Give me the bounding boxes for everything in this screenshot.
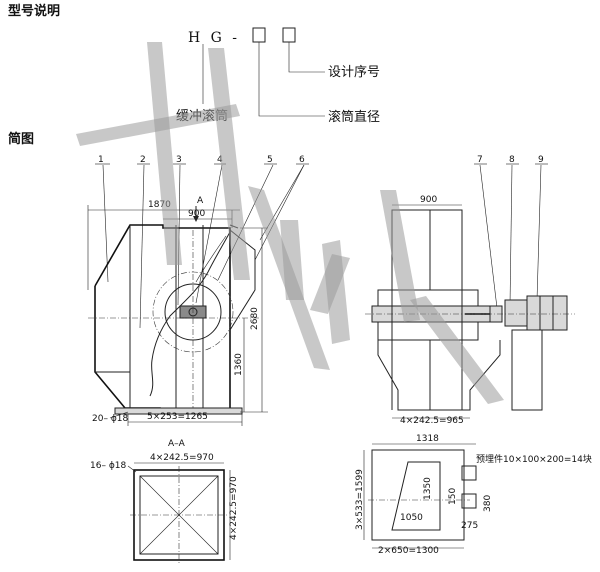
model-code-prefix: H G - — [188, 30, 240, 46]
dim-front-width-top: 900 — [188, 209, 205, 219]
dim-plan-width: 1318 — [416, 434, 439, 444]
label-sequence: 设计序号 — [328, 65, 380, 80]
leader-sequence — [288, 42, 325, 73]
section-mark-a-bottom: A–A — [168, 439, 186, 449]
foundation-plan: 1318 3×533=1599 1350 1050 2×650=1300 150… — [355, 434, 592, 556]
dim-section-holes: 16– ϕ18 — [90, 461, 126, 471]
plan-opening — [391, 461, 441, 531]
callout-4: 4 — [217, 155, 223, 165]
plan-outer-rect — [371, 449, 465, 541]
dim-plan-150: 150 — [448, 488, 458, 505]
sketch-title: 简图 — [8, 131, 34, 147]
dim-side-bolt-spacing: 4×242.5=965 — [400, 416, 464, 426]
dim-section-right: 4×242.5=970 — [229, 476, 239, 540]
gear-reducer — [504, 299, 528, 327]
callout-1: 1 — [98, 155, 104, 165]
dim-front-width-total: 1870 — [148, 200, 171, 210]
callout-6: 6 — [299, 155, 305, 165]
front-base-plate — [114, 407, 243, 415]
chute-lower-left — [94, 286, 161, 410]
motor-stand — [511, 329, 543, 411]
code-box-sequence — [282, 27, 296, 43]
callout-7: 7 — [477, 155, 483, 165]
model-title: 型号说明 — [8, 3, 60, 19]
section-mark-a-top: A — [197, 196, 204, 206]
chute-outline — [94, 224, 231, 410]
dim-plan-inner-w: 1050 — [400, 513, 423, 523]
callout-9: 9 — [538, 155, 544, 165]
leader-diameter — [258, 42, 325, 117]
dim-front-height-total: 2680 — [250, 307, 260, 330]
embedded-parts-note: 预埋件10×100×200=14块 — [476, 453, 592, 465]
callout-3: 3 — [176, 155, 182, 165]
material-flow-curve — [149, 231, 231, 397]
dim-side-width-top: 900 — [420, 195, 437, 205]
dim-section-top: 4×242.5=970 — [150, 453, 214, 463]
motor — [526, 295, 568, 331]
label-diameter: 滚筒直径 — [328, 109, 380, 125]
watermark-logo — [76, 42, 504, 404]
callout-2: 2 — [140, 155, 146, 165]
front-view: A 1870 900 2680 1360 5×253=1265 20– ϕ18 — [87, 196, 268, 426]
callout-8: 8 — [509, 155, 515, 165]
dim-plan-380: 380 — [483, 495, 493, 512]
dim-plan-275: 275 — [461, 521, 478, 531]
callout-5: 5 — [267, 155, 273, 165]
code-box-diameter — [252, 27, 266, 43]
dim-plan-bottom: 2×650=1300 — [378, 546, 439, 556]
callout-numbers: 1 2 3 4 5 6 7 8 9 — [95, 155, 548, 329]
dim-plan-height: 3×533=1599 — [355, 469, 365, 530]
dim-front-bolt-spacing: 5×253=1265 — [147, 412, 208, 422]
dim-plan-inner-h: 1350 — [423, 477, 433, 500]
dim-front-height-axis: 1360 — [234, 353, 244, 376]
section-aa: A–A 4×242.5=970 16– ϕ18 4×242.5=970 — [90, 439, 239, 564]
dim-front-holes: 20– ϕ18 — [92, 414, 128, 424]
